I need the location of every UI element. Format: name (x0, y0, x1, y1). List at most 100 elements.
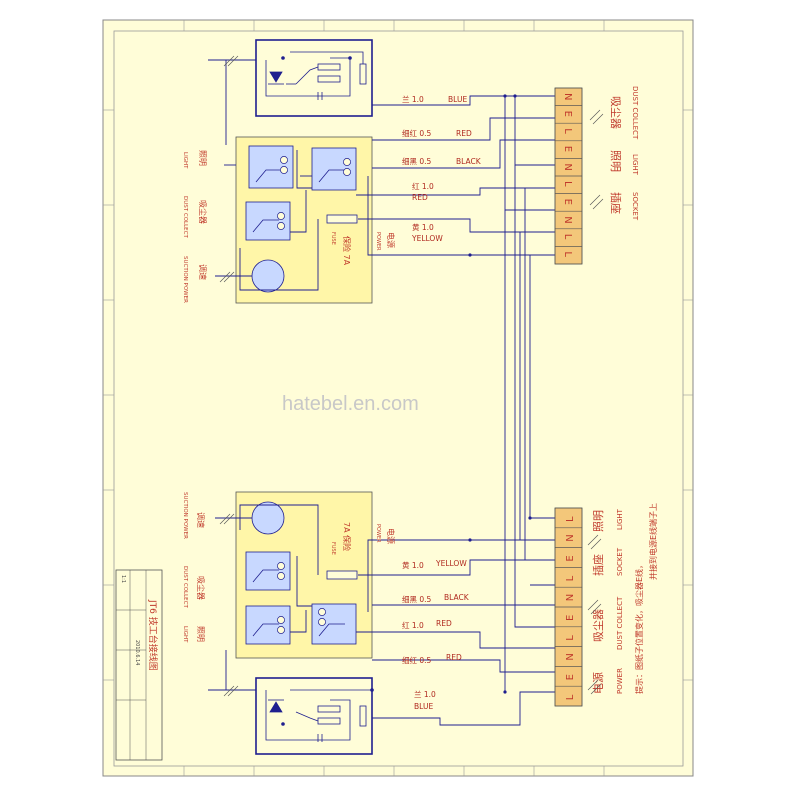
top-wire-label-4-cn: 黄 1.0 (412, 222, 434, 232)
bottom-terminal-cells (554, 507, 583, 707)
bottom-terminal-6: L (565, 635, 576, 641)
bottom-terminal-4: N (565, 594, 576, 601)
top-wire-label-1-cn: 细红 0.5 (402, 128, 432, 138)
title-block-scale: 1:1 (120, 575, 126, 583)
top-wire-label-2-en: BLACK (456, 157, 482, 166)
top-terminal-6: E (562, 199, 573, 205)
bottom-wire-label-0-en: YELLOW (435, 559, 467, 568)
bottom-terminal-5: E (565, 615, 576, 621)
bottom-panel-dust-en: DUST COLLECT (182, 566, 188, 608)
bottom-relay-dust (245, 551, 291, 591)
bottom-panel-light-en: LIGHT (182, 626, 188, 643)
top-suction-knob-icon (251, 259, 285, 293)
top-group-markers (219, 55, 604, 283)
bottom-terminal-9: L (565, 694, 576, 700)
bottom-group-dust-cn: 吸尘器 (592, 609, 605, 642)
top-panel-light-en: LIGHT (182, 152, 188, 169)
top-panel-dust-cn: 吸尘器 (198, 200, 208, 224)
bottom-terminal-3: L (565, 575, 576, 581)
top-wire-label-4-en: YELLOW (411, 234, 443, 243)
title-block-title: JT6 技工台接线图 (147, 599, 159, 671)
top-panel-dust-en: DUST COLLECT (182, 196, 188, 238)
frame-ticks (103, 20, 693, 776)
top-wire-label-2-cn: 细黑 0.5 (402, 156, 432, 166)
inner-frame (113, 30, 684, 767)
top-terminal-5: L (562, 181, 573, 187)
bottom-fuse-label-cn: 7A 保险 (342, 522, 352, 551)
paper-background (102, 19, 694, 777)
bottom-panel-suction-cn: 调速 (196, 512, 205, 528)
top-power-label-cn: 电源 (386, 232, 396, 248)
bottom-group-power-cn: 电源 (591, 672, 605, 694)
bottom-suction-knob-icon (251, 501, 285, 535)
top-terminal-4: N (562, 163, 573, 170)
top-group-dust-en: DUST COLLECT (631, 86, 639, 140)
bottom-group-dust-en: DUST COLLECT (616, 596, 624, 650)
top-terminal-7: N (562, 216, 573, 223)
top-wire-label-0-cn: 兰 1.0 (402, 94, 424, 104)
top-power-label-en: POWER (375, 232, 381, 251)
bottom-block: L N E L N E L N E L 黄 1.0 YELLOW 细黑 0.5 … (182, 165, 658, 755)
top-terminal-0: N (562, 93, 573, 100)
bottom-note-line-2: 并接到电源E线端子上 (648, 503, 658, 580)
bottom-fuse-label-en: FUSE (330, 542, 336, 555)
bottom-wire-label-4-cn: 兰 1.0 (414, 689, 436, 699)
bottom-panel-dust-cn: 吸尘器 (196, 576, 206, 600)
bottom-group-power-en: POWER (616, 668, 624, 694)
top-wire-junctions (468, 94, 517, 257)
bottom-group-socket-cn: 插座 (591, 554, 605, 576)
bottom-group-light-cn: 照明 (592, 510, 605, 532)
top-fuse-label-en: FUSE (330, 232, 336, 245)
bottom-panel-suction-en: SUCTION POWER (182, 492, 188, 539)
bottom-wire-label-1-en: BLACK (444, 593, 470, 602)
top-terminal-2: L (562, 128, 573, 134)
bottom-terminal-labels: L N E L N E L N E L (565, 516, 576, 700)
bottom-note-line-1: 提示：图纸子位置变化，吸尘器E线， (634, 561, 644, 694)
top-wire-label-3-en: RED (412, 193, 428, 202)
top-group-socket-en: SOCKET (631, 192, 639, 221)
top-terminal-cells (554, 87, 583, 265)
top-lamp-icons (277, 156, 351, 230)
bottom-terminal-2: E (565, 555, 576, 561)
bottom-wire-junctions (468, 516, 532, 694)
riser-wires (504, 165, 531, 560)
bottom-wires (208, 504, 555, 726)
top-block: N E L E N L E N L L 兰 1.0 BLUE 细红 0.5 RE… (182, 39, 639, 304)
bottom-wire-label-3-en: RED (446, 653, 462, 662)
bottom-wire-label-3-cn: 细红 0.5 (402, 655, 432, 665)
top-dimmer-circuit (265, 51, 367, 100)
top-wires (208, 59, 555, 291)
bottom-wire-label-2-en: RED (436, 619, 452, 628)
top-fuse-element (326, 214, 358, 224)
top-group-dust-cn: 吸尘器 (609, 96, 622, 129)
top-panel-light-cn: 照明 (198, 150, 207, 166)
bottom-relay-light (245, 605, 291, 645)
bottom-dimmer-circuit (265, 689, 372, 742)
top-wire-label-0-en: BLUE (448, 95, 467, 104)
top-wire-label-3-cn: 红 1.0 (412, 181, 434, 191)
top-panel-suction-cn: 调速 (198, 264, 207, 280)
bottom-panel-light-cn: 照明 (196, 626, 205, 642)
bottom-wire-label-4-en: BLUE (414, 702, 433, 711)
top-terminal-3: E (562, 146, 573, 152)
top-group-socket-cn: 插座 (609, 192, 623, 214)
top-terminal-8: L (562, 234, 573, 240)
bottom-wire-label-0-cn: 黄 1.0 (402, 560, 424, 570)
watermark: hatebel.en.com (282, 393, 419, 415)
title-block-date: 2010.6.14 (134, 640, 140, 665)
bottom-wire-label-2-cn: 红 1.0 (402, 620, 424, 630)
title-block: JT6 技工台接线图 2010.6.14 1:1 (115, 569, 163, 761)
top-wire-label-1-en: RED (456, 129, 472, 138)
top-group-light-cn: 照明 (609, 150, 622, 172)
top-panel-suction-en: SUCTION POWER (182, 256, 188, 303)
bottom-power-label-cn: 电源 (386, 528, 396, 544)
bottom-terminal-8: E (565, 674, 576, 680)
bottom-group-socket-en: SOCKET (616, 547, 624, 576)
top-terminal-1: E (562, 111, 573, 117)
top-terminal-labels: N E L E N L E N L L (562, 93, 573, 257)
bottom-lamp-icons (277, 562, 326, 634)
bottom-terminal-7: N (565, 653, 576, 660)
bottom-dimmer-module (255, 677, 373, 755)
top-group-light-en: LIGHT (631, 154, 639, 176)
